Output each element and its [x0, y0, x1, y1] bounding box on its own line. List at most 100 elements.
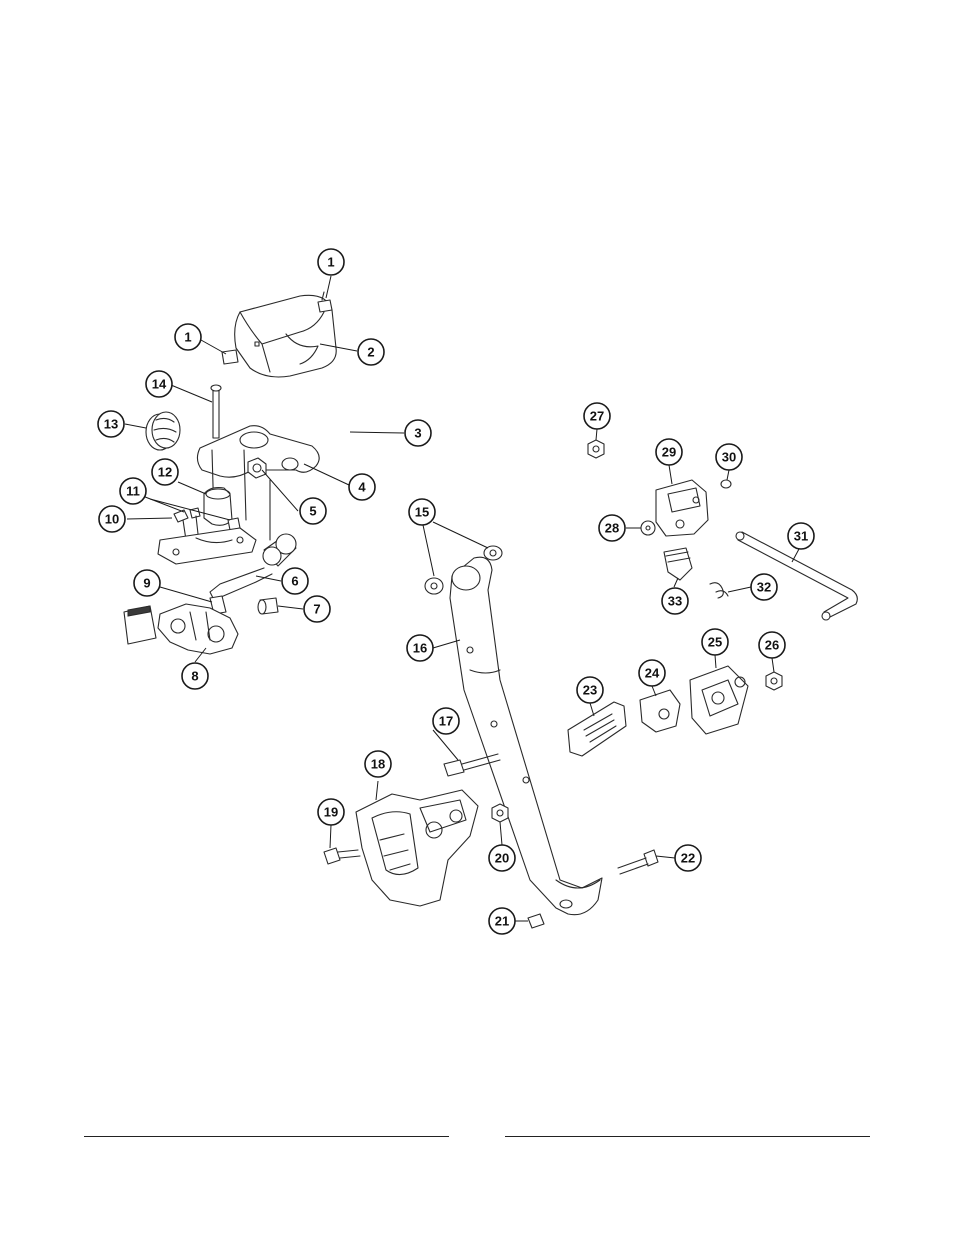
callout-label: 18 — [371, 757, 385, 772]
callout-10: 10 — [98, 505, 126, 533]
callout-14: 14 — [145, 370, 173, 398]
callout-8: 8 — [181, 662, 209, 690]
part-23-slide-plate — [567, 701, 627, 757]
callout-label: 29 — [662, 445, 676, 460]
callout-6: 6 — [281, 567, 309, 595]
part-32-spring — [709, 582, 729, 599]
callout-label: 23 — [583, 683, 597, 698]
callout-label: 6 — [291, 574, 298, 589]
part-31-l-rod — [735, 531, 858, 621]
callout-4: 4 — [348, 473, 376, 501]
callout-18: 18 — [364, 750, 392, 778]
callout-label: 24 — [645, 666, 660, 681]
callout-label: 26 — [765, 638, 779, 653]
callout-12: 12 — [151, 458, 179, 486]
callout-label: 22 — [681, 851, 695, 866]
base-plate — [157, 527, 257, 565]
callout-7: 7 — [303, 595, 331, 623]
part-4-clamp-arm — [196, 425, 320, 541]
callout-label: 12 — [158, 465, 172, 480]
callout-27: 27 — [583, 402, 611, 430]
callout-9: 9 — [133, 569, 161, 597]
part-1-screw-left — [221, 349, 239, 365]
callout-11: 11 — [119, 477, 147, 505]
callout-3: 3 — [404, 419, 432, 447]
part-22-bolt — [617, 849, 659, 875]
callout-label: 25 — [708, 635, 722, 650]
callout-1-left: 1 — [174, 323, 202, 351]
right-assembly — [567, 439, 858, 757]
part-1-screw-top — [317, 291, 333, 313]
callout-5: 5 — [299, 497, 327, 525]
callout-25: 25 — [701, 628, 729, 656]
part-2-cover — [234, 294, 337, 378]
callout-label: 1 — [327, 255, 334, 270]
part-27-nut — [587, 439, 605, 459]
callout-label: 17 — [439, 714, 453, 729]
callout-33: 33 — [661, 587, 689, 615]
part-15-washer-right — [483, 545, 503, 561]
callout-16: 16 — [406, 634, 434, 662]
callout-23: 23 — [576, 676, 604, 704]
leader-lines — [124, 275, 800, 922]
left-assembly — [123, 291, 337, 655]
callout-label: 27 — [590, 409, 604, 424]
part-33-cam — [663, 547, 693, 581]
callout-label: 20 — [495, 851, 509, 866]
callout-label: 32 — [757, 580, 771, 595]
callout-label: 16 — [413, 641, 427, 656]
part-6-roller — [209, 533, 297, 601]
part-8-lower-bracket — [123, 603, 239, 655]
callout-1-top: 1 — [317, 248, 345, 276]
part-29-bracket — [655, 479, 709, 537]
callout-label: 28 — [605, 521, 619, 536]
callout-label: 21 — [495, 914, 509, 929]
callout-label: 15 — [415, 505, 429, 520]
callout-32: 32 — [750, 573, 778, 601]
footer-rule-left — [84, 1136, 449, 1137]
callout-label: 13 — [104, 417, 118, 432]
callout-28: 28 — [598, 514, 626, 542]
callout-29: 29 — [655, 438, 683, 466]
callout-label: 19 — [324, 805, 338, 820]
part-30-ring — [720, 479, 732, 489]
part-16-tube — [449, 556, 603, 916]
part-28-washer — [640, 520, 656, 536]
callout-label: 2 — [367, 345, 374, 360]
callout-2: 2 — [357, 338, 385, 366]
callout-21: 21 — [488, 907, 516, 935]
callout-label: 7 — [313, 602, 320, 617]
callout-label: 11 — [126, 484, 140, 499]
footer-rule-right — [505, 1136, 870, 1137]
part-10-bolt — [173, 509, 189, 541]
center-assembly — [323, 545, 659, 929]
callout-label: 9 — [143, 576, 150, 591]
part-18-footplate — [355, 789, 479, 907]
part-21-cap — [527, 913, 545, 929]
callout-label: 33 — [668, 594, 682, 609]
callout-15: 15 — [408, 498, 436, 526]
callout-22: 22 — [674, 844, 702, 872]
part-19-bolt — [323, 847, 361, 865]
callout-label: 30 — [722, 450, 736, 465]
part-17-long-bolt — [443, 753, 501, 777]
part-7-spacer — [257, 597, 279, 615]
part-25-mount-plate — [689, 665, 749, 735]
part-20-nut — [491, 803, 509, 823]
callout-label: 5 — [309, 504, 316, 519]
callout-label: 8 — [191, 669, 198, 684]
part-14-pin — [210, 384, 222, 439]
callout-19: 19 — [317, 798, 345, 826]
callout-20: 20 — [488, 844, 516, 872]
callout-30: 30 — [715, 443, 743, 471]
callout-label: 1 — [184, 330, 191, 345]
callout-label: 10 — [105, 512, 119, 527]
callout-17: 17 — [432, 707, 460, 735]
part-24-block — [639, 689, 681, 733]
part-13-bushing — [145, 411, 181, 451]
callout-13: 13 — [97, 410, 125, 438]
part-15-washer-left — [424, 577, 444, 595]
callout-label: 31 — [794, 529, 808, 544]
callout-26: 26 — [758, 631, 786, 659]
